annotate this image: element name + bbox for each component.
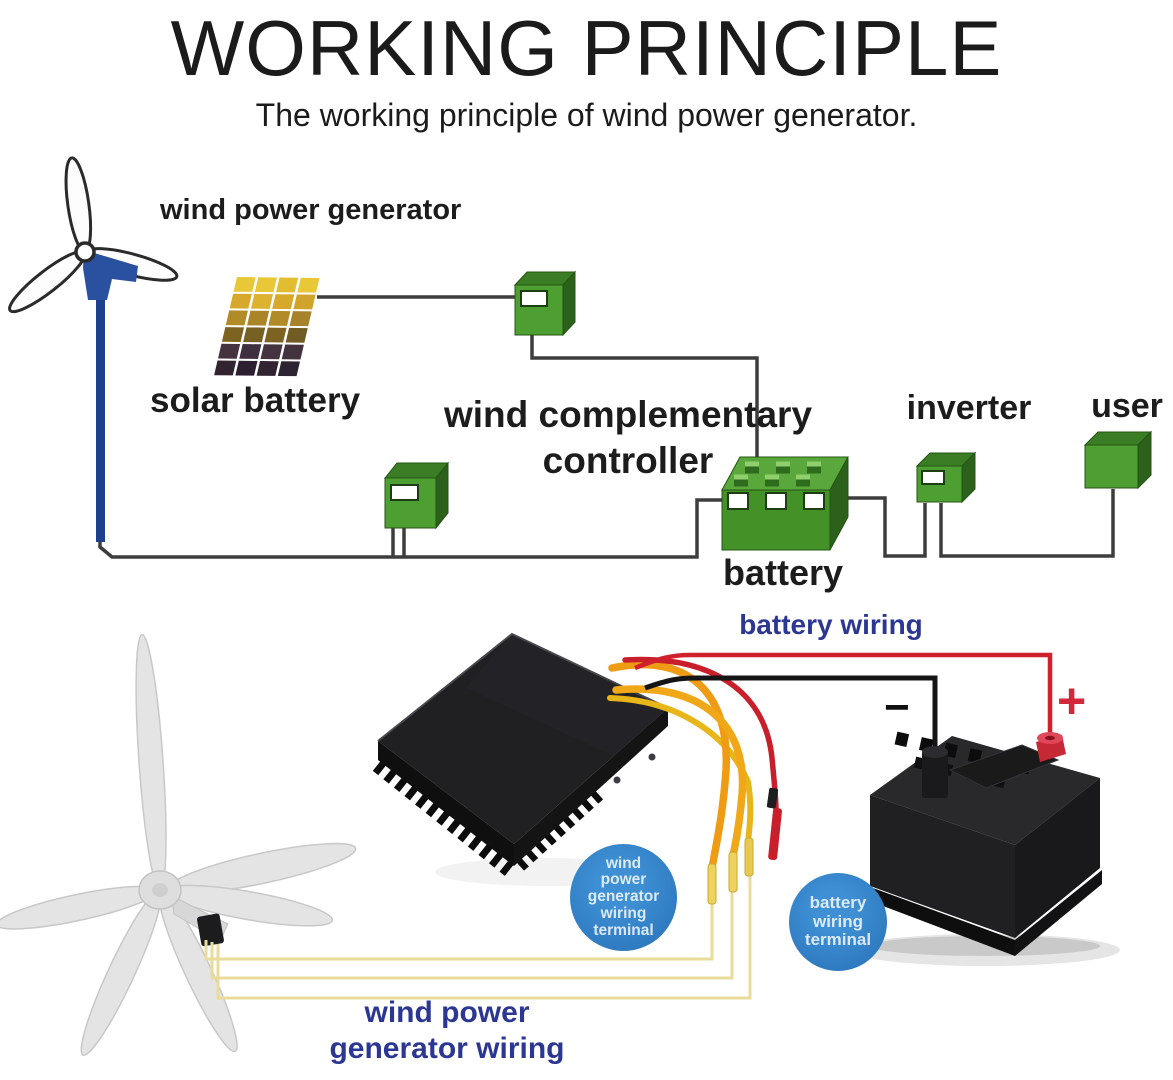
black-battery-wire xyxy=(644,675,938,766)
label-battery-wiring: battery wiring xyxy=(739,609,923,640)
yellow-generator-wires xyxy=(204,876,752,1000)
wire-terminal-ferrule-2 xyxy=(728,851,738,893)
user-box-icon xyxy=(1083,430,1153,490)
battery-wiring-wires xyxy=(634,652,1053,766)
badge-line: terminal xyxy=(593,921,654,939)
label-controller: wind complementary controller xyxy=(444,392,812,484)
badge-line: wiring xyxy=(600,904,647,922)
label-wind-generator-wiring: wind power generator wiring xyxy=(329,995,564,1067)
label-controller-line2: controller xyxy=(542,440,714,481)
battery-terminal-badge: battery wiring terminal xyxy=(789,873,887,971)
label-inverter: inverter xyxy=(906,389,1032,427)
red-wire-tip xyxy=(768,807,782,861)
orange-wires xyxy=(607,656,782,905)
battery-box-icon xyxy=(721,456,849,551)
turbine-nacelle xyxy=(83,250,138,300)
wire-terminal-ferrule-1 xyxy=(707,863,717,905)
red-wire-band xyxy=(766,787,779,809)
wind-turbine-photo xyxy=(0,633,357,1056)
controller-photo xyxy=(372,632,669,886)
green-box-icon-top xyxy=(513,270,577,337)
green-box-icon-left xyxy=(383,461,450,530)
badge-line: wind xyxy=(605,854,642,872)
label-solar-battery: solar battery xyxy=(150,381,361,420)
turbine-hub xyxy=(74,241,96,263)
label-line: generator wiring xyxy=(329,1032,565,1065)
red-battery-wire xyxy=(634,652,1053,740)
wind-terminal-badge: wind power generator wiring terminal xyxy=(570,844,677,951)
label-user: user xyxy=(1091,387,1163,425)
label-controller-line1: wind complementary xyxy=(443,394,813,435)
turbine-wire-stub xyxy=(197,913,224,947)
label-wind-power-generator: wind power generator xyxy=(160,194,462,226)
badge-line: power xyxy=(600,871,647,889)
battery-negative-post xyxy=(922,750,948,798)
schematic-wires xyxy=(98,295,1115,559)
badge-line: generator xyxy=(587,888,660,906)
badge-line: battery xyxy=(809,893,867,913)
battery-photo xyxy=(850,731,1120,966)
page-title: WORKING PRINCIPLE xyxy=(170,4,1003,92)
wire-inverter-to-user xyxy=(939,489,1115,558)
inverter-box-icon xyxy=(915,451,977,504)
label-line: wind power xyxy=(364,996,530,1029)
wind-turbine-icon xyxy=(8,156,179,542)
minus-sign: − xyxy=(884,683,910,732)
label-battery: battery xyxy=(722,552,844,593)
badge-line: terminal xyxy=(804,930,872,950)
plus-sign: + xyxy=(1057,673,1087,729)
wire-battery-to-inverter xyxy=(847,496,927,558)
wire-terminal-ferrule-3 xyxy=(744,837,754,877)
badge-line: wiring xyxy=(812,911,864,931)
solar-panel-icon xyxy=(214,277,320,377)
page-subtitle: The working principle of wind power gene… xyxy=(255,97,918,133)
wire-controller-to-battery xyxy=(530,335,759,458)
